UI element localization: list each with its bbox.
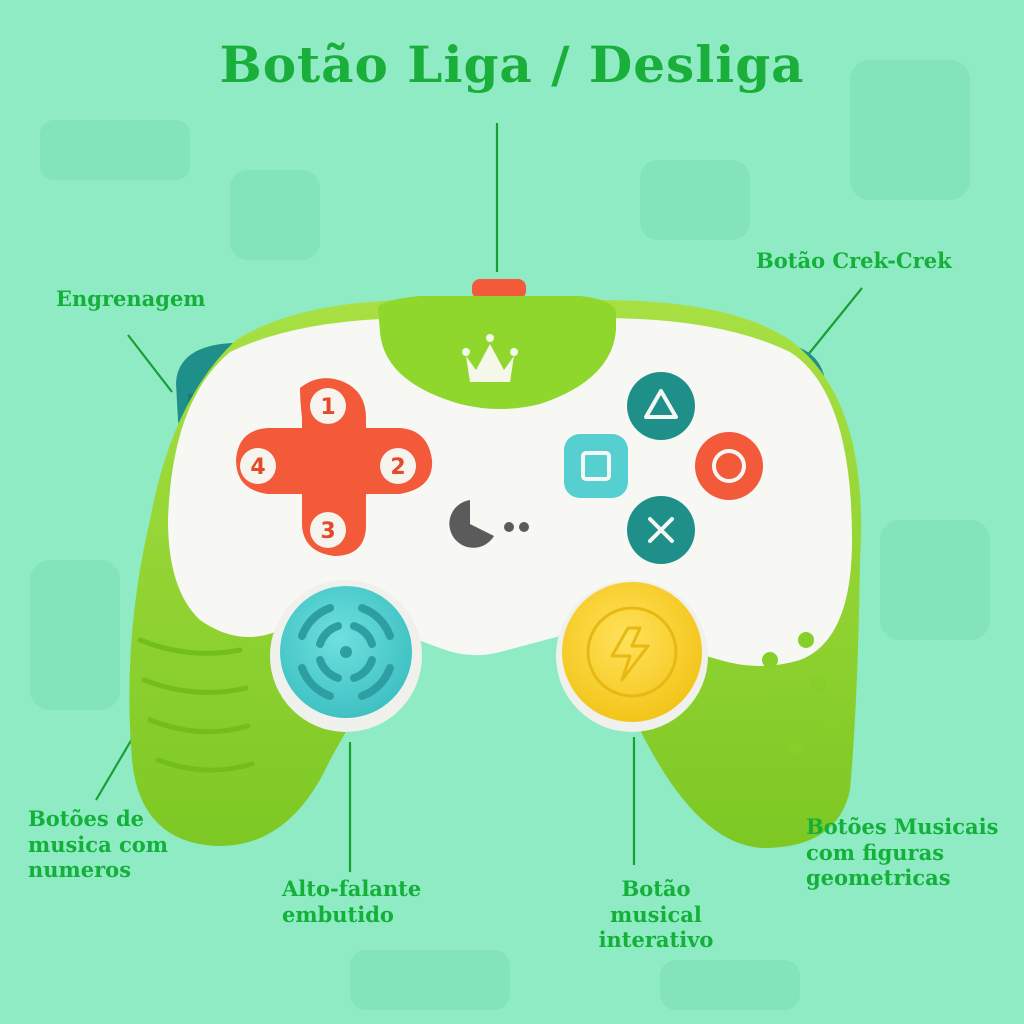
number-music-buttons: 1 2 3 4 bbox=[236, 378, 433, 556]
label-line: musical bbox=[610, 901, 702, 927]
grip-dots-right bbox=[762, 632, 838, 754]
label-line: embutido bbox=[282, 901, 394, 927]
cross-button[interactable] bbox=[627, 496, 695, 564]
dpad-number-1-label: 1 bbox=[320, 395, 335, 420]
lightning-icon bbox=[610, 626, 650, 682]
dpad-number-1[interactable]: 1 bbox=[310, 388, 346, 424]
dpad-number-3[interactable]: 3 bbox=[310, 512, 346, 548]
cross-icon bbox=[648, 517, 674, 543]
label-line: com figuras bbox=[806, 839, 945, 865]
label-crek-crek: Botão Crek-Crek bbox=[756, 248, 952, 273]
label-line: interativo bbox=[598, 927, 714, 953]
grip-ridges-left bbox=[137, 637, 255, 773]
interactive-music-button[interactable] bbox=[556, 580, 708, 732]
label-line: geometricas bbox=[806, 865, 951, 891]
label-musica-numeros: Botões de musica com numeros bbox=[28, 806, 168, 883]
dpad-number-4-label: 4 bbox=[250, 455, 265, 480]
circle-button[interactable] bbox=[695, 432, 763, 500]
dpad-number-2[interactable]: 2 bbox=[380, 448, 416, 484]
triangle-icon bbox=[644, 389, 678, 419]
background-pattern bbox=[30, 60, 990, 1010]
toy-controller: 1 2 3 4 bbox=[129, 279, 862, 849]
label-alto-falante: Alto-falante embutido bbox=[282, 876, 421, 927]
crown-icon bbox=[462, 334, 518, 382]
dpad-number-4[interactable]: 4 bbox=[240, 448, 276, 484]
dpad-number-2-label: 2 bbox=[390, 455, 405, 480]
label-line: Alto-falante bbox=[282, 876, 422, 901]
dpad[interactable] bbox=[236, 378, 433, 556]
square-icon bbox=[581, 451, 611, 481]
speaker[interactable] bbox=[270, 580, 422, 732]
label-line: Botões Musicais bbox=[806, 814, 999, 839]
square-button[interactable] bbox=[564, 434, 628, 498]
power-button[interactable] bbox=[472, 279, 526, 299]
label-botao-musical: Botão musical interativo bbox=[586, 876, 726, 953]
shape-music-buttons bbox=[564, 372, 763, 564]
dpad-number-3-label: 3 bbox=[320, 519, 335, 544]
label-botoes-musicais: Botões Musicais com figuras geometricas bbox=[806, 814, 998, 891]
top-tab bbox=[378, 296, 616, 409]
diagram-title: Botão Liga / Desliga bbox=[219, 35, 805, 94]
pacman-icon bbox=[449, 500, 529, 548]
label-engrenagem: Engrenagem bbox=[56, 286, 206, 311]
speaker-grill-icon bbox=[298, 604, 394, 700]
label-line: Botões de bbox=[28, 806, 145, 831]
circle-icon bbox=[712, 449, 746, 483]
label-line: Botão bbox=[621, 876, 691, 901]
triangle-button[interactable] bbox=[627, 372, 695, 440]
label-line: musica com bbox=[28, 831, 169, 857]
label-line: numeros bbox=[28, 857, 132, 883]
